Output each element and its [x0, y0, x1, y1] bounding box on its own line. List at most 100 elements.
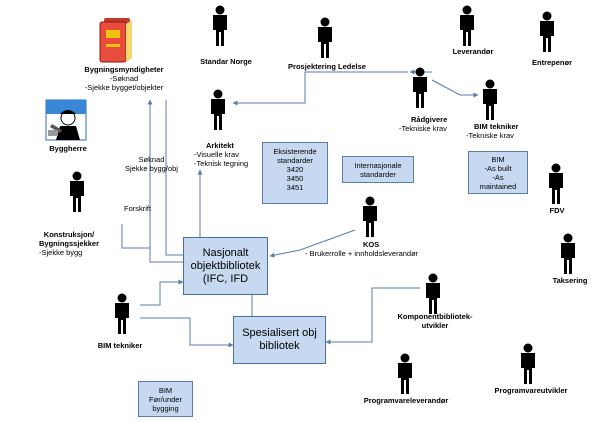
actor-kos: KOS - Brukerrolle + innholdsleverandør: [305, 240, 418, 258]
actor-name: Entrepenør: [531, 58, 573, 67]
box-internasjonale-standarder: Internasjonale standarder: [342, 156, 414, 183]
actor-programvareutvikler: Programvareutvikler: [495, 386, 568, 395]
actor-bim-tekniker-bottom: BIM tekniker: [98, 341, 143, 350]
actor-entreprenor: Entrepenør: [532, 58, 572, 67]
connectors: [121, 69, 479, 348]
actor-fdv: FDV: [550, 206, 565, 215]
edge-label-forskrift: Forskrift: [124, 204, 152, 213]
person-icon: [561, 233, 575, 274]
box-eksisterende-standarder: Eksisterende standarder 3420 3450 3451: [262, 142, 328, 204]
person-icon: [318, 17, 332, 58]
actor-role: -Tekniske krav: [399, 124, 447, 133]
actor-name: Leverandør: [452, 47, 494, 56]
person-icon: [363, 196, 377, 237]
box-line: bygging: [152, 403, 179, 413]
box-line: 3451: [286, 183, 304, 192]
actor-byggherre: Byggherre: [49, 144, 87, 153]
actor-name: Bygningsmyndigheter: [84, 65, 164, 74]
box-bim-as-built: BIM -As built -As maintained: [468, 151, 528, 194]
person-icon: [549, 163, 563, 204]
edge-label-line: Søknad: [138, 155, 165, 164]
actor-name: Programvareutvikler: [494, 386, 568, 395]
person-icon: [426, 273, 440, 314]
actor-name: Prosjektering Ledelse: [288, 62, 366, 71]
box-line: 3450: [286, 174, 304, 183]
actor-name: KOS: [363, 240, 380, 249]
actor-arkitekt: Arkitekt -Visuelle krav -Teknisk tegning: [194, 141, 248, 168]
connector-bimtek-nasjonalt: [140, 279, 184, 306]
edge-label-line: Sjekke bygg/obj: [125, 164, 178, 173]
box-line: (IFC, IFD: [202, 272, 249, 285]
box-line: 3420: [286, 165, 304, 174]
actor-radgivere: Rådgivere -Tekniske krav: [399, 115, 447, 133]
connector-konstruksjon-nasjonalt: [121, 224, 150, 249]
actor-role: -Teknisk tegning: [194, 159, 249, 168]
box-line: BIM: [158, 385, 173, 395]
box-spesialisert-bibliotek: Spesialisert obj bibliotek: [233, 316, 326, 364]
connector-kos-nasjonalt: [269, 229, 356, 258]
actor-programvareleverandor: Programvareleverandør: [364, 396, 449, 405]
actor-name: Taksering: [552, 276, 588, 285]
person-icon: [70, 171, 84, 212]
connector-radgivere-bim: [431, 79, 479, 98]
actor-name: Standar Norge: [200, 57, 252, 66]
box-line: maintained: [479, 181, 517, 191]
actor-name: BIM tekniker: [474, 122, 519, 131]
actor-leverandor: Leverandør: [453, 47, 494, 56]
box-line: Før/under: [149, 394, 182, 404]
actor-taksering: Taksering: [553, 276, 588, 285]
person-icon: [211, 89, 225, 130]
actor-bim-tekniker-top: BIM tekniker -Tekniske krav: [466, 122, 519, 140]
connector-soknad: [165, 100, 183, 256]
person-icon: [540, 11, 554, 52]
actor-role: -Tekniske krav: [466, 131, 514, 140]
box-line: standarder: [360, 169, 396, 179]
person-icon: [483, 79, 497, 120]
person-icon: [213, 5, 227, 46]
box-line: Internasjonale: [354, 160, 402, 170]
box-line: -As built: [484, 163, 512, 173]
actor-name: Programvareleverandør: [363, 396, 449, 405]
persons: [70, 5, 575, 394]
actor-standard-norge: Standar Norge: [200, 57, 252, 66]
actor-konstruksjon: Konstruksjon/ Bygningssjekker -Sjekke by…: [19, 230, 119, 257]
connector-bimtek-spesialisert: [140, 317, 234, 348]
actor-komponent: Komponentbibliotek-utvikler: [390, 312, 480, 330]
actor-name: Konstruksjon/ Bygningssjekker: [38, 230, 100, 248]
person-icon: [521, 343, 535, 384]
actor-role: -Sjekke bygg: [39, 248, 83, 257]
actor-name: FDV: [549, 206, 565, 215]
actor-role: -Søknad: [109, 74, 139, 83]
actor-role: -Visuelle krav: [194, 150, 239, 159]
actor-bygningsmyndigheter: Bygningsmyndigheter -Søknad -Sjekke bygg…: [84, 65, 163, 92]
edge-label-soknad: Søknad Sjekke bygg/obj: [125, 155, 178, 173]
actor-name: Arkitekt: [206, 141, 234, 150]
box-nasjonalt-objektbibliotek: Nasjonalt objektbibliotek (IFC, IFD: [183, 237, 268, 295]
box-line: BIM: [491, 154, 505, 164]
person-icon: [413, 67, 427, 108]
connector-bygningsmyndigheter-nasjonalt: [147, 99, 183, 263]
builder-clipart-icon: [45, 99, 87, 141]
actor-name: Byggherre: [49, 144, 87, 153]
box-line: Spesialisert obj: [242, 327, 317, 339]
actor-prosjektering: Prosjektering Ledelse: [288, 62, 366, 71]
person-icon: [115, 293, 129, 334]
actor-role: -Sjekke bygget/objekter: [84, 83, 164, 92]
connector-spesialisert-komponent: [325, 287, 420, 345]
box-line: bibliotek: [259, 340, 300, 352]
actor-name: Rådgivere: [411, 115, 448, 124]
person-icon: [398, 353, 412, 394]
law-book-icon: [99, 18, 132, 63]
actor-name: BIM tekniker: [97, 341, 143, 350]
box-line: standarder: [277, 156, 313, 165]
actor-role: - Brukerrolle + innholdsleverandør: [305, 249, 419, 258]
box-line: Eksisterende: [273, 147, 317, 156]
box-line: -As: [492, 172, 504, 182]
box-line: Nasjonalt: [202, 246, 249, 259]
actor-name: Komponentbibliotek-utvikler: [397, 312, 473, 330]
box-line: objektbibliotek: [190, 259, 261, 272]
connector-arkitekt-radgivere: [232, 71, 408, 106]
box-bim-for-under-bygging: BIM Før/under bygging: [138, 381, 193, 417]
person-icon: [460, 5, 474, 46]
